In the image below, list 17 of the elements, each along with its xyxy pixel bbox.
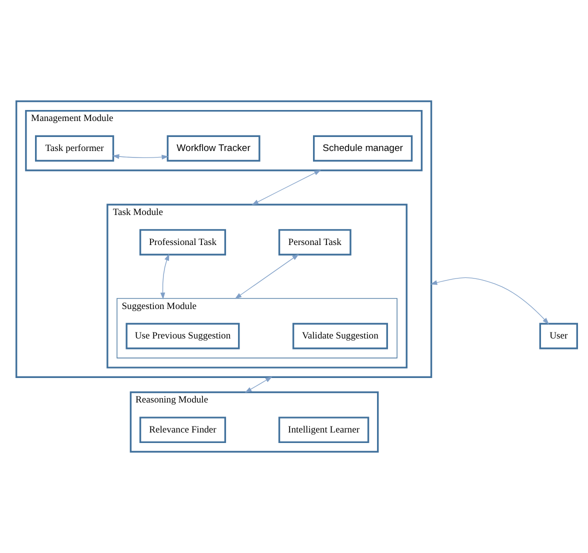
arrow bbox=[244, 376, 272, 393]
arrow bbox=[252, 170, 322, 206]
node-box: Schedule manager bbox=[313, 135, 413, 162]
arrow bbox=[430, 277, 550, 324]
node-box: Personal Task bbox=[278, 229, 352, 256]
arrow bbox=[112, 154, 169, 160]
cluster bbox=[16, 100, 432, 378]
node-box: Relevance Finder bbox=[139, 416, 226, 444]
node-box: Workflow Tracker bbox=[166, 135, 260, 162]
node-box: Intelligent Learner bbox=[278, 416, 370, 444]
arrow bbox=[160, 254, 170, 300]
node-box: Task performer bbox=[35, 135, 114, 162]
node-box: User bbox=[539, 322, 578, 350]
node-box: Use Previous Suggestion bbox=[126, 322, 240, 350]
node-box: Professional Task bbox=[139, 229, 226, 256]
node-box: Validate Suggestion bbox=[292, 322, 388, 350]
arrow bbox=[234, 254, 299, 299]
